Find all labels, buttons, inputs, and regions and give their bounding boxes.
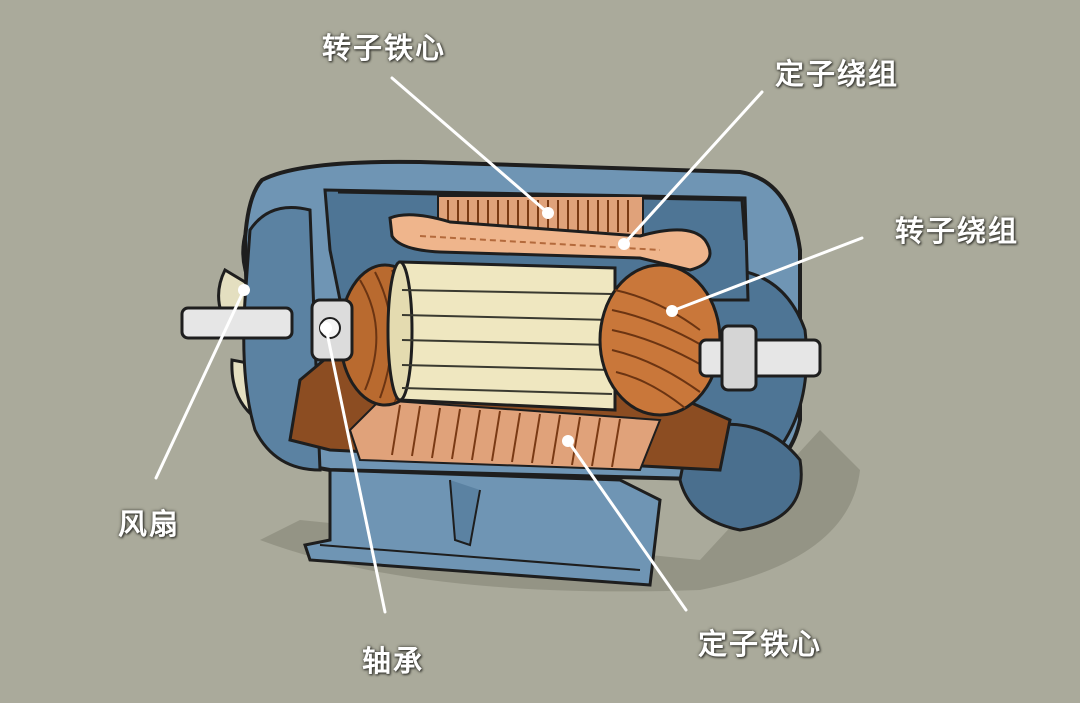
label-rotor-winding: 转子绕组 [895, 214, 1020, 248]
label-fan: 风扇 [118, 507, 181, 541]
label-rotor-core: 转子铁心 [322, 31, 447, 65]
label-bearing: 轴承 [362, 644, 425, 678]
shaft-left [180, 306, 294, 340]
foot-rib [449, 479, 481, 547]
leader-lines [154, 76, 864, 614]
rotor-core-laminations [401, 289, 613, 395]
shaft-right [698, 338, 822, 378]
leader-dots [238, 207, 678, 447]
bearing-right [720, 324, 758, 392]
label-stator-winding: 定子绕组 [775, 57, 900, 91]
stator-winding-upper [388, 213, 712, 272]
stator-core-lower [348, 398, 662, 472]
stator-core-lower-slots [391, 404, 621, 468]
motor-foot [303, 468, 662, 587]
rotor-core-cylinder [398, 260, 617, 412]
label-stator-core: 定子铁心 [698, 627, 823, 661]
